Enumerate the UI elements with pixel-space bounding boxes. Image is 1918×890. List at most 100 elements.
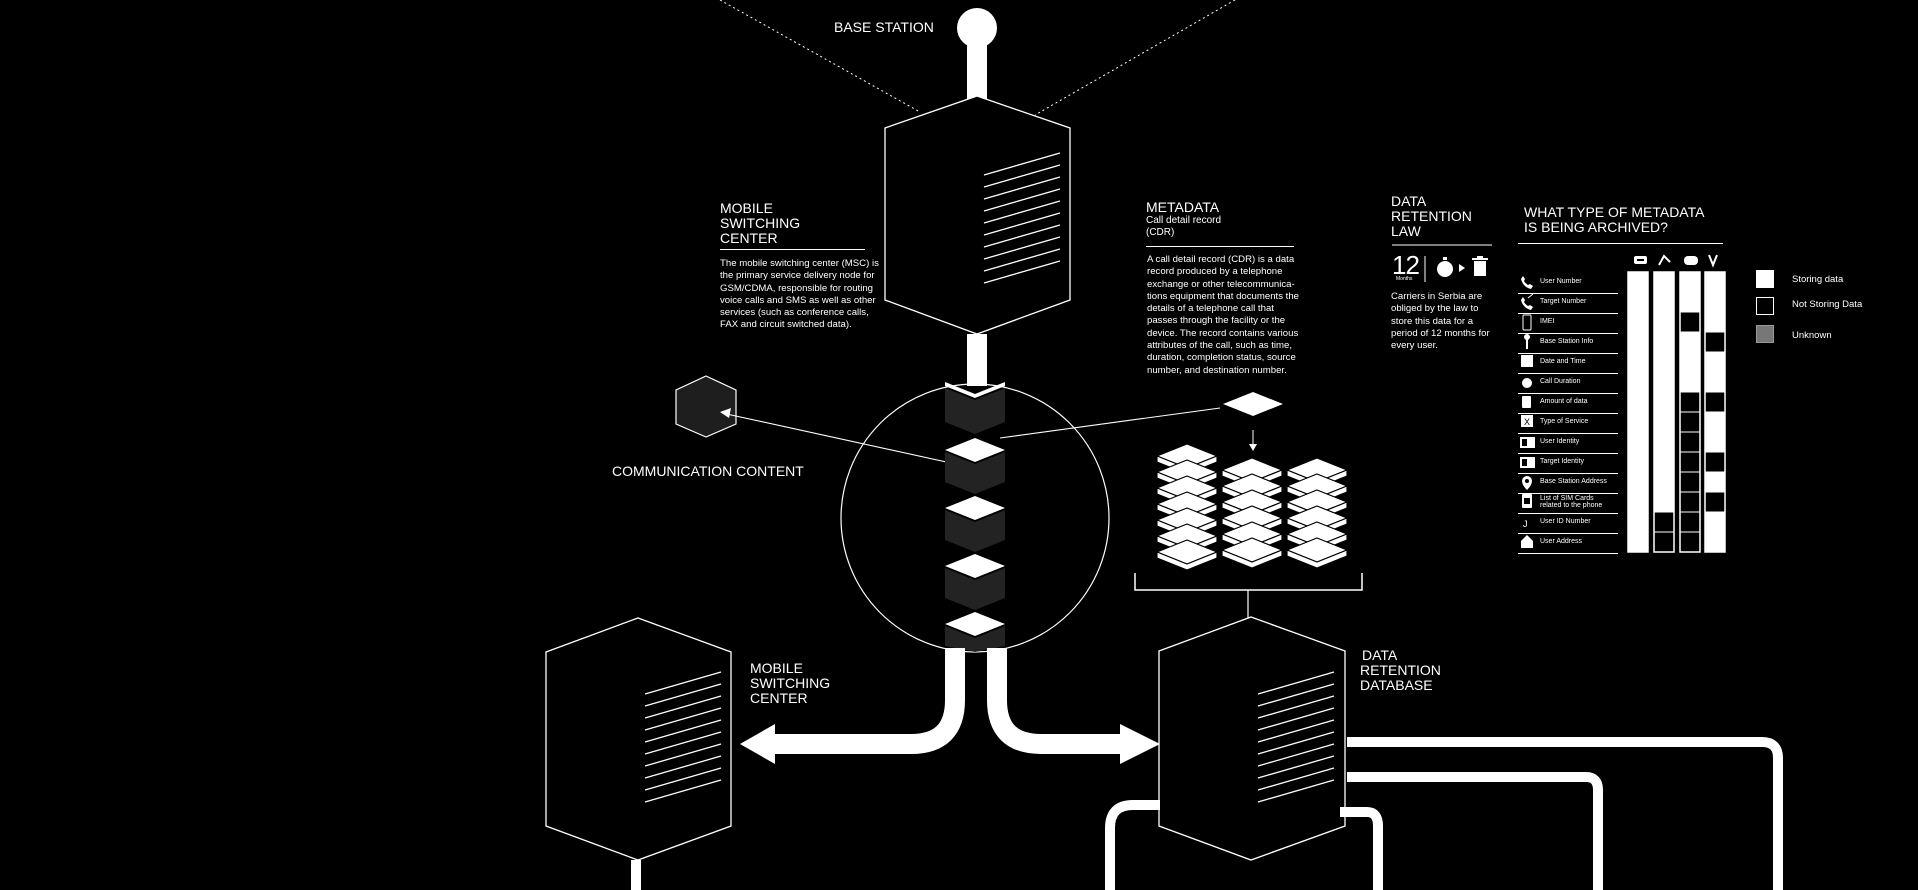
metadata-row: User ID Number bbox=[1518, 513, 1618, 534]
metadata-subtitle: (CDR) bbox=[1146, 227, 1175, 238]
msc-top-label-line: MOBILE bbox=[720, 200, 773, 216]
metadata-row-label: Target Number bbox=[1540, 298, 1587, 305]
db-label-line: RETENTION bbox=[1360, 662, 1441, 678]
matrix-cell-none bbox=[1653, 531, 1675, 553]
matrix-cell-store bbox=[1653, 471, 1675, 493]
metadata-row: User Identity bbox=[1518, 433, 1618, 454]
metadata-row-label-line: related to the phone bbox=[1540, 502, 1603, 509]
db-connection-pipes bbox=[1105, 737, 1783, 890]
matrix-cell-store bbox=[1704, 531, 1726, 553]
stopwatch-icon-row bbox=[1522, 378, 1532, 388]
legend-label-unknown: Unknown bbox=[1792, 330, 1832, 341]
svg-text:J: J bbox=[1523, 519, 1528, 529]
matrix-cell-store bbox=[1627, 511, 1649, 533]
matrix-cell-store bbox=[1627, 491, 1649, 513]
msc-bottom-label: MOBILE SWITCHING CENTER bbox=[750, 661, 830, 706]
legend-label-not-storing: Not Storing Data bbox=[1792, 299, 1863, 310]
db-label-line: DATA bbox=[1362, 647, 1398, 663]
metadata-row: User Number bbox=[1518, 273, 1618, 294]
metadata-row-label: Base Station Info bbox=[1540, 338, 1594, 345]
archive-bracket bbox=[1134, 573, 1363, 591]
msc-top-label-line: CENTER bbox=[720, 230, 778, 246]
matrix-cell-store bbox=[1653, 411, 1675, 433]
cdr-description-line: A call detail record (CDR) is a data bbox=[1147, 254, 1295, 265]
sim-card-icon bbox=[1522, 494, 1532, 508]
matrix-cell-store bbox=[1627, 331, 1649, 353]
msc-description: The mobile switching center (MSC) is the… bbox=[720, 258, 880, 332]
metadata-row: Target Number bbox=[1518, 293, 1618, 314]
matrix-cell-store bbox=[1704, 411, 1726, 433]
archive-stacks bbox=[1156, 443, 1348, 571]
msc-description-line: The mobile switching center (MSC) is bbox=[720, 258, 879, 269]
metadata-link-line bbox=[999, 407, 1221, 439]
metadata-row-label: Date and Time bbox=[1540, 358, 1586, 365]
matrix-cell-store bbox=[1627, 431, 1649, 453]
matrix-cell-store bbox=[1704, 431, 1726, 453]
metadata-row: IMEI bbox=[1518, 313, 1618, 334]
operator-b-icon bbox=[1658, 254, 1671, 266]
metadata-rule bbox=[1146, 246, 1294, 247]
matrix-cell-none bbox=[1679, 531, 1701, 553]
cdr-description-line: device. The record contains various bbox=[1147, 327, 1299, 339]
data-retention-law-label: DATA RETENTION LAW bbox=[1391, 194, 1472, 239]
cdr-description-line: details of a telephone call that bbox=[1147, 303, 1274, 315]
metadata-row-label: User ID Number bbox=[1540, 518, 1591, 525]
matrix-cell-store bbox=[1704, 371, 1726, 393]
content-arrow-head bbox=[720, 408, 731, 418]
metadata-row: Amount of data bbox=[1518, 393, 1618, 414]
metadata-row: Call Duration bbox=[1518, 373, 1618, 394]
matrix-cell-store bbox=[1653, 331, 1675, 353]
legend-swatch-storing bbox=[1756, 270, 1774, 288]
trunk-top bbox=[967, 334, 987, 386]
id-number-icon: J bbox=[1523, 519, 1528, 529]
msc-rule bbox=[720, 249, 865, 250]
matrix-cell-store bbox=[1704, 311, 1726, 333]
matrix-cell-store bbox=[1627, 411, 1649, 433]
matrix-cell-store bbox=[1704, 351, 1726, 373]
law-description: Carriers in Serbia are obliged by the la… bbox=[1391, 291, 1501, 352]
metadata-row: User Address bbox=[1518, 533, 1618, 554]
matrix-cell-store bbox=[1704, 471, 1726, 493]
matrix-cell-none bbox=[1679, 511, 1701, 533]
communication-content-label: COMMUNICATION CONTENT bbox=[612, 463, 804, 479]
matrix-cell-none bbox=[1704, 331, 1726, 353]
matrix-cell-store bbox=[1627, 531, 1649, 553]
msc-description-line: the primary service delivery node for bbox=[720, 270, 875, 282]
home-icon bbox=[1521, 535, 1533, 548]
packet-stack bbox=[945, 382, 1005, 652]
law-description-line: obliged by the law to bbox=[1391, 303, 1479, 315]
matrix-cell-none bbox=[1704, 451, 1726, 473]
cdr-description: A call detail record (CDR) is a data rec… bbox=[1147, 254, 1307, 377]
matrix-cell-store bbox=[1704, 511, 1726, 533]
matrix-cell-store bbox=[1653, 291, 1675, 313]
base-station-label: BASE STATION bbox=[834, 19, 934, 35]
stopwatch-icon bbox=[1437, 257, 1453, 277]
matrix-cell-none bbox=[1704, 491, 1726, 513]
retention-months-unit: Months bbox=[1396, 276, 1413, 282]
metadata-row: Date and Time bbox=[1518, 353, 1618, 374]
metadata-row-label: Amount of data bbox=[1540, 398, 1588, 405]
matrix-column-outline bbox=[1704, 271, 1726, 553]
law-description-line: store this data for a bbox=[1391, 315, 1474, 327]
cdr-description-line: duration, completion status, source bbox=[1147, 352, 1296, 364]
matrix-cell-store bbox=[1653, 491, 1675, 513]
archive-title-line: IS BEING ARCHIVED? bbox=[1524, 219, 1668, 235]
matrix-cell-none bbox=[1679, 451, 1701, 473]
location-pin-icon bbox=[1522, 476, 1532, 490]
matrix-cell-none bbox=[1704, 391, 1726, 413]
arrow-right-head bbox=[1120, 724, 1160, 764]
phone-out-icon bbox=[1521, 293, 1534, 310]
legend-swatch-unknown bbox=[1756, 325, 1774, 343]
retention-months-number: 12 bbox=[1392, 250, 1420, 280]
matrix-cell-store bbox=[1627, 471, 1649, 493]
operator-a-icon bbox=[1634, 256, 1647, 264]
metadata-row: Base Station Info bbox=[1518, 333, 1618, 354]
matrix-cell-none bbox=[1679, 471, 1701, 493]
communication-content-node bbox=[675, 375, 737, 438]
archive-title: WHAT TYPE OF METADATA IS BEING ARCHIVED? bbox=[1524, 205, 1704, 235]
arrow-left-head bbox=[740, 724, 775, 764]
matrix-cell-none bbox=[1679, 311, 1701, 333]
matrix-cell-store bbox=[1679, 351, 1701, 373]
archive-title-line: WHAT TYPE OF METADATA bbox=[1524, 204, 1705, 220]
cdr-description-line: number, and destination number. bbox=[1147, 364, 1287, 376]
